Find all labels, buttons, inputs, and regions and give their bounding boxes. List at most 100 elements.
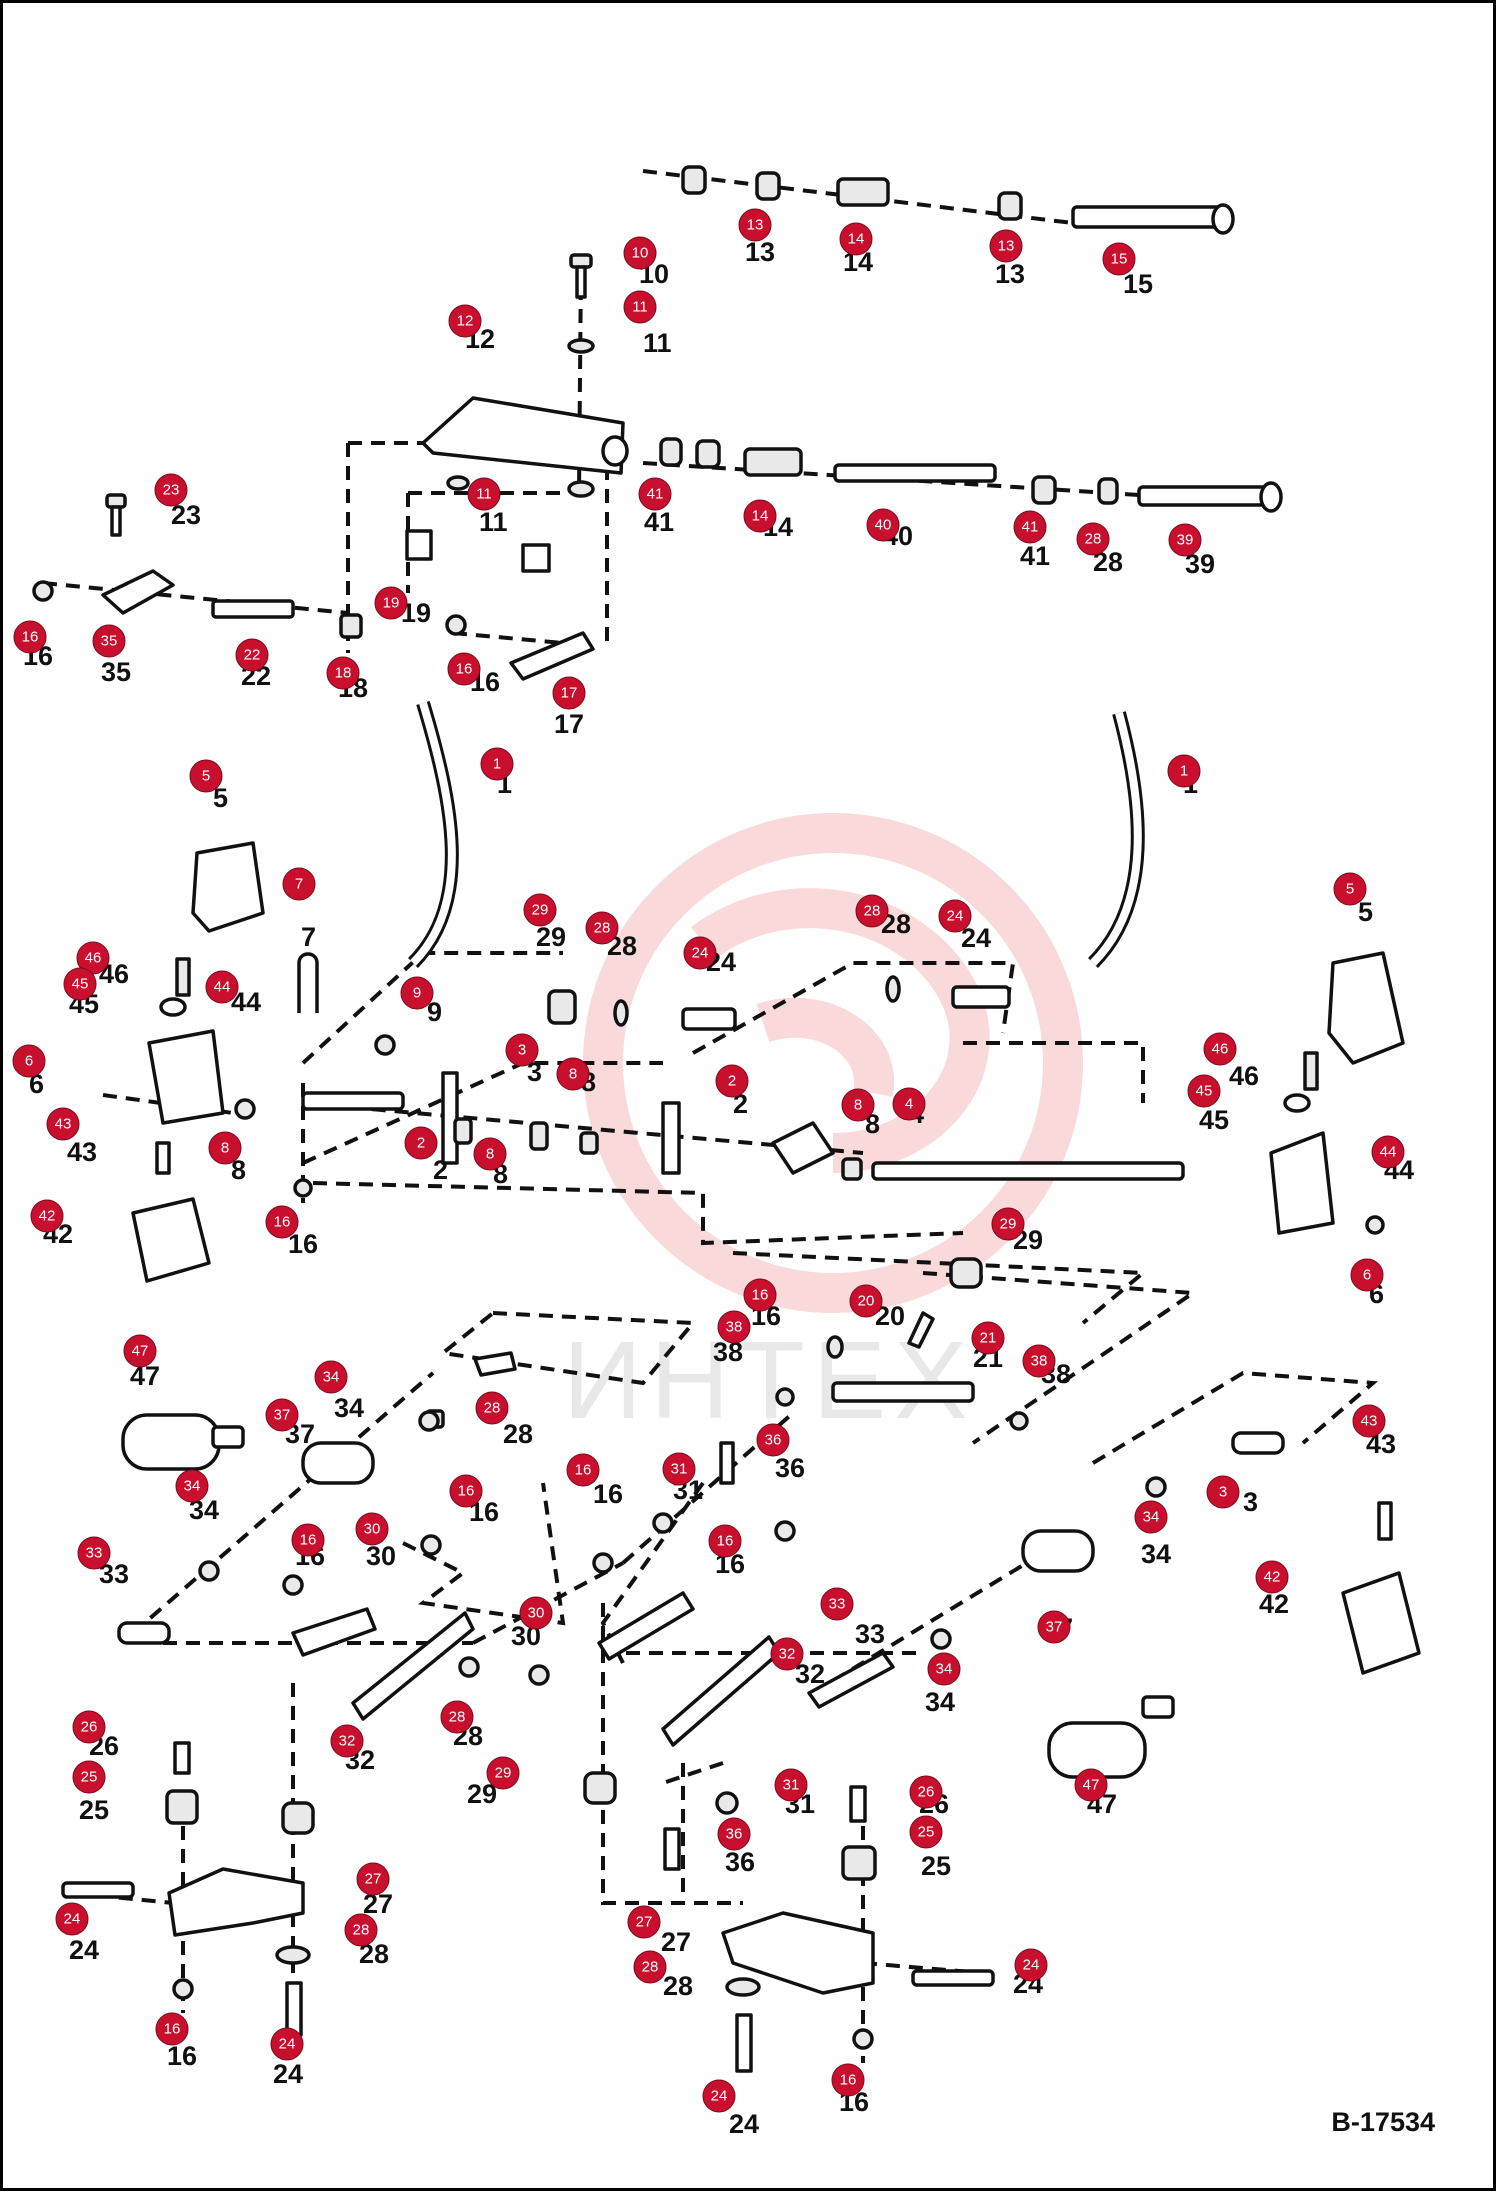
callout-badge[interactable]: 3 [505,1033,539,1067]
callout-badge[interactable]: 40 [866,508,900,542]
callout-badge[interactable]: 25 [72,1760,106,1794]
callout-badge[interactable]: 16 [13,620,47,654]
callout-badge[interactable]: 13 [989,229,1023,263]
callout-badge[interactable]: 16 [291,1523,325,1557]
callout-badge[interactable]: 28 [585,911,619,945]
callout-badge[interactable]: 45 [1187,1074,1221,1108]
callout-badge[interactable]: 28 [440,1700,474,1734]
callout-badge[interactable]: 16 [447,652,481,686]
callout-badge[interactable]: 43 [46,1107,80,1141]
callout-badge[interactable]: 45 [63,967,97,1001]
callout-badge[interactable]: 16 [449,1474,483,1508]
callout-badge[interactable]: 16 [743,1278,777,1312]
callout-badge[interactable]: 24 [702,2079,736,2113]
callout-badge[interactable]: 29 [523,893,557,927]
callout-badge[interactable]: 47 [123,1334,157,1368]
callout-badge[interactable]: 23 [154,473,188,507]
callout-badge[interactable]: 1 [480,747,514,781]
callout-badge[interactable]: 37 [265,1398,299,1432]
callout-badge[interactable]: 26 [909,1775,943,1809]
callout-badge[interactable]: 16 [708,1524,742,1558]
callout-badge[interactable]: 27 [627,1905,661,1939]
callout-badge[interactable]: 34 [314,1360,348,1394]
callout-badge[interactable]: 6 [12,1044,46,1078]
callout-badge[interactable]: 4 [892,1087,926,1121]
callout-badge[interactable]: 37 [1037,1610,1071,1644]
callout-badge[interactable]: 35 [92,624,126,658]
callout-badge[interactable]: 22 [235,638,269,672]
callout-badge[interactable]: 17 [552,676,586,710]
callout-badge[interactable]: 46 [1203,1032,1237,1066]
callout-badge[interactable]: 33 [77,1536,111,1570]
callout-badge[interactable]: 16 [265,1205,299,1239]
callout-badge[interactable]: 30 [519,1596,553,1630]
callout-badge[interactable]: 39 [1168,523,1202,557]
callout-badge[interactable]: 36 [717,1817,751,1851]
callout-badge[interactable]: 27 [356,1862,390,1896]
callout-badge[interactable]: 8 [841,1088,875,1122]
callout-badge[interactable]: 29 [991,1207,1025,1241]
callout-badge[interactable]: 20 [849,1284,883,1318]
callout-badge[interactable]: 30 [355,1512,389,1546]
callout-badge[interactable]: 46 [76,941,110,975]
callout-badge[interactable]: 36 [756,1423,790,1457]
callout-badge[interactable]: 5 [1333,872,1367,906]
callout-badge[interactable]: 6 [1350,1258,1384,1292]
callout-badge[interactable]: 24 [270,2027,304,2061]
callout-badge[interactable]: 42 [30,1199,64,1233]
callout-badge[interactable]: 5 [189,759,223,793]
callout-badge[interactable]: 13 [738,208,772,242]
callout-badge[interactable]: 8 [208,1131,242,1165]
callout-badge[interactable]: 3 [1206,1475,1240,1509]
callout-badge[interactable]: 19 [374,586,408,620]
callout-badge[interactable]: 44 [205,970,239,1004]
callout-badge[interactable]: 8 [473,1137,507,1171]
callout-badge[interactable]: 16 [831,2063,865,2097]
callout-badge[interactable]: 41 [1013,510,1047,544]
callout-badge[interactable]: 38 [1022,1344,1056,1378]
callout-badge[interactable]: 2 [404,1126,438,1160]
callout-badge[interactable]: 11 [623,290,657,324]
callout-badge[interactable]: 14 [743,499,777,533]
callout-badge[interactable]: 21 [971,1321,1005,1355]
callout-badge[interactable]: 16 [566,1453,600,1487]
callout-badge[interactable]: 9 [400,976,434,1010]
callout-badge[interactable]: 14 [839,222,873,256]
callout-badge[interactable]: 28 [633,1950,667,1984]
callout-badge[interactable]: 47 [1074,1768,1108,1802]
callout-badge[interactable]: 33 [820,1587,854,1621]
callout-badge[interactable]: 24 [55,1902,89,1936]
callout-badge[interactable]: 10 [623,236,657,270]
callout-badge[interactable]: 38 [717,1310,751,1344]
callout-badge[interactable]: 43 [1352,1404,1386,1438]
callout-badge[interactable]: 28 [475,1391,509,1425]
callout-badge[interactable]: 2 [715,1064,749,1098]
callout-badge[interactable]: 41 [638,477,672,511]
callout-badge[interactable]: 32 [770,1637,804,1671]
callout-badge[interactable]: 34 [1134,1500,1168,1534]
callout-badge[interactable]: 8 [556,1057,590,1091]
callout-badge[interactable]: 31 [774,1768,808,1802]
callout-badge[interactable]: 34 [927,1652,961,1686]
callout-badge[interactable]: 42 [1255,1560,1289,1594]
callout-badge[interactable]: 28 [344,1913,378,1947]
callout-badge[interactable]: 1 [1167,754,1201,788]
callout-badge[interactable]: 25 [909,1815,943,1849]
callout-badge[interactable]: 24 [1014,1948,1048,1982]
callout-badge[interactable]: 34 [175,1469,209,1503]
callout-badge[interactable]: 16 [155,2012,189,2046]
callout-badge[interactable]: 24 [683,936,717,970]
callout-badge[interactable]: 31 [662,1452,696,1486]
callout-badge[interactable]: 24 [938,899,972,933]
callout-badge[interactable]: 7 [282,867,316,901]
callout-badge[interactable]: 28 [1076,522,1110,556]
callout-badge[interactable]: 12 [448,304,482,338]
callout-badge[interactable]: 28 [855,894,889,928]
callout-badge[interactable]: 11 [467,477,501,511]
callout-badge[interactable]: 32 [330,1724,364,1758]
callout-badge[interactable]: 26 [72,1710,106,1744]
callout-badge[interactable]: 18 [326,656,360,690]
callout-badge[interactable]: 29 [486,1756,520,1790]
callout-badge[interactable]: 15 [1102,242,1136,276]
callout-badge[interactable]: 44 [1371,1135,1405,1169]
